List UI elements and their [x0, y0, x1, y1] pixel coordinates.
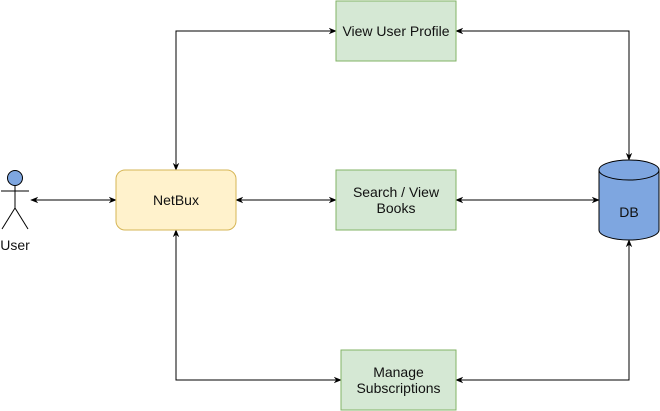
edge-view-profile-db[interactable] — [455, 27, 633, 161]
user-actor-icon[interactable] — [1, 170, 29, 230]
netbux-node[interactable] — [115, 169, 237, 231]
search-view-books-node[interactable] — [335, 169, 457, 231]
view-user-profile-node[interactable] — [335, 0, 457, 62]
manage-subscriptions-node[interactable] — [340, 349, 457, 411]
database-cylinder-icon[interactable] — [598, 159, 660, 241]
edge-netbux-manage-subscriptions[interactable] — [172, 229, 342, 384]
edge-netbux-view-profile[interactable] — [172, 27, 337, 171]
connectors — [30, 27, 633, 384]
edge-manage-subscriptions-db[interactable] — [455, 239, 633, 384]
